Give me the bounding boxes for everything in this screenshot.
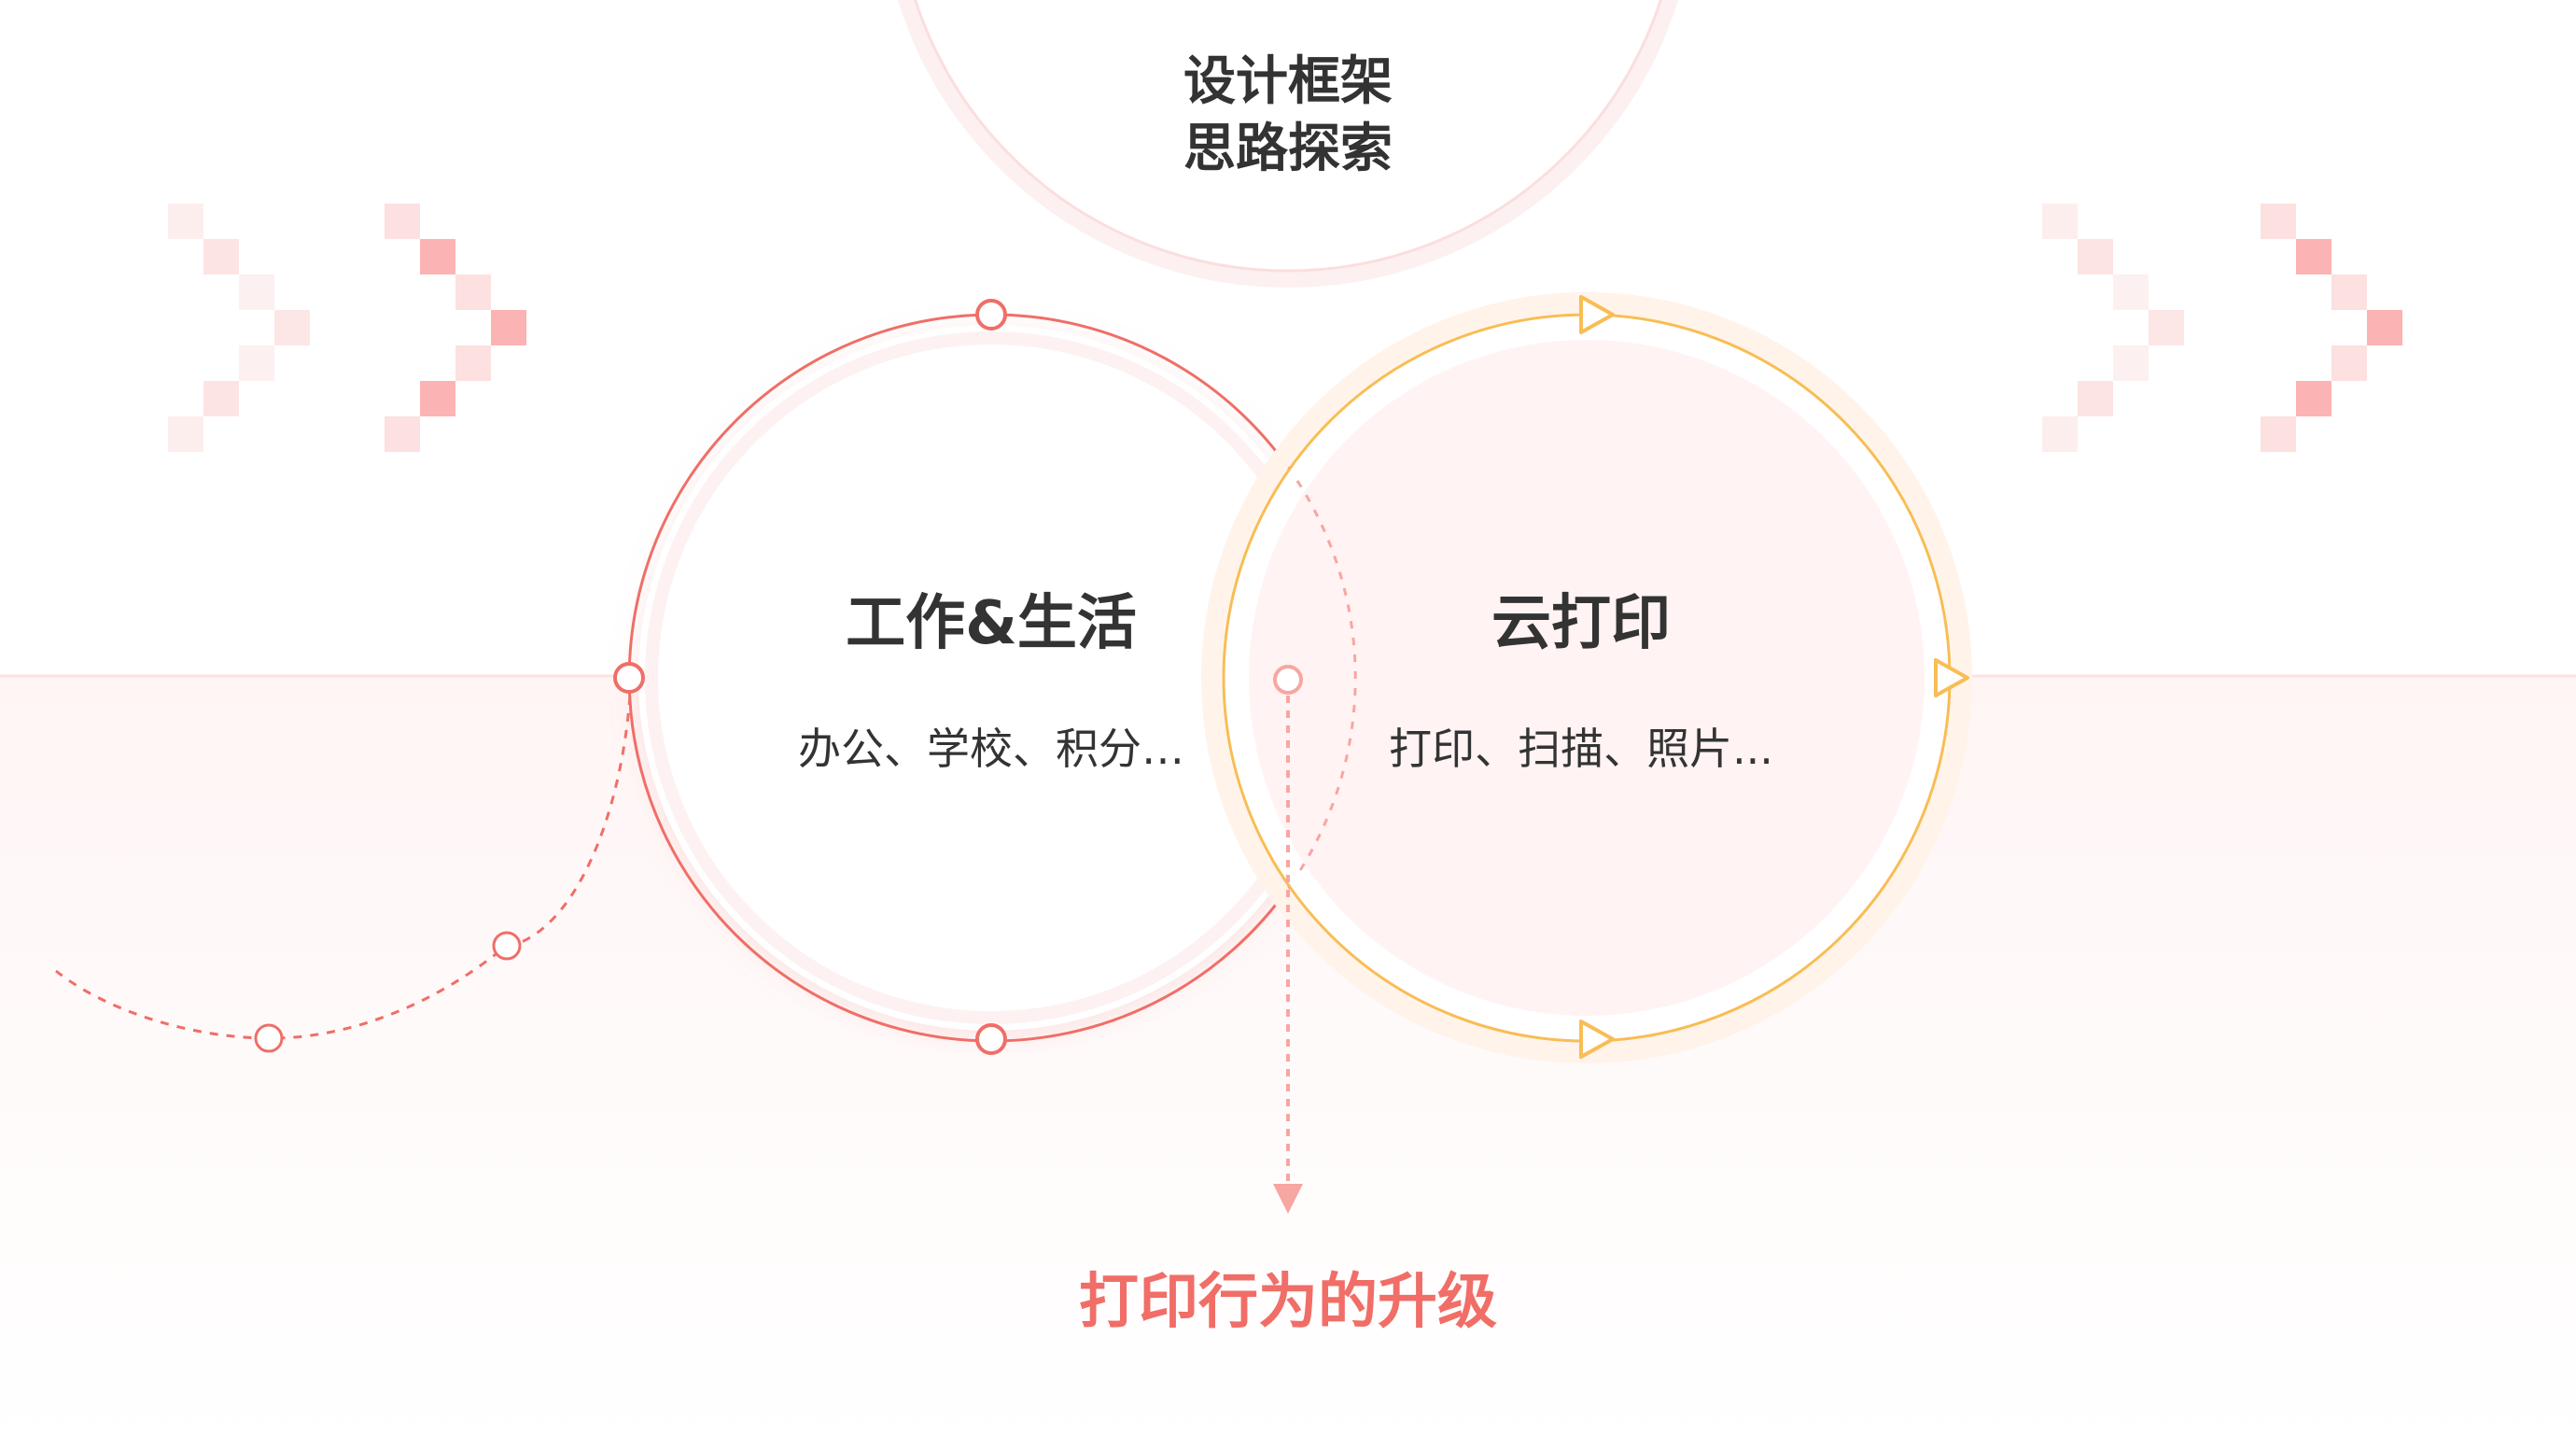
arrow-marker-right (1934, 658, 1969, 697)
cloud-print-description: 打印、扫描、照片... (1389, 724, 1773, 774)
header-title-line-2: 思路探索 (1183, 119, 1393, 179)
connector-start-node (1273, 665, 1303, 695)
header-title-line-1: 设计框架 (1183, 51, 1393, 112)
right-circle-body (1249, 340, 1925, 1016)
left-circle-body (638, 325, 1344, 1031)
left-dashed-arc (55, 679, 633, 1040)
left-circle-outline-arc-lower (990, 874, 1299, 1043)
conclusion-text: 打印行为的升级 (1079, 1268, 1497, 1337)
left-circle-node-top (975, 299, 1007, 331)
connector-arrowhead (1273, 1184, 1303, 1214)
work-life-title: 工作&生活 (846, 589, 1137, 658)
cloud-print-title: 云打印 (1491, 589, 1671, 658)
overlap-dashed-arc (1295, 480, 1357, 876)
left-circle-outline-arc (627, 313, 1299, 1043)
work-life-description: 办公、学校、积分… (798, 724, 1184, 774)
dashed-arc-node-2 (254, 1023, 284, 1053)
left-chevron-decoration (168, 204, 526, 452)
right-chevron-decoration (2042, 204, 2402, 452)
arrow-marker-bottom (1579, 1020, 1615, 1059)
left-circle-node-left (613, 662, 645, 694)
left-circle-node-bottom (975, 1023, 1007, 1055)
top-circle (914, 0, 1662, 273)
top-circle-glow (897, 0, 1679, 288)
arrow-marker-top (1579, 295, 1615, 334)
header-title: 设计框架 思路探索 (1101, 49, 1475, 183)
dashed-arc-node-1 (492, 931, 522, 961)
